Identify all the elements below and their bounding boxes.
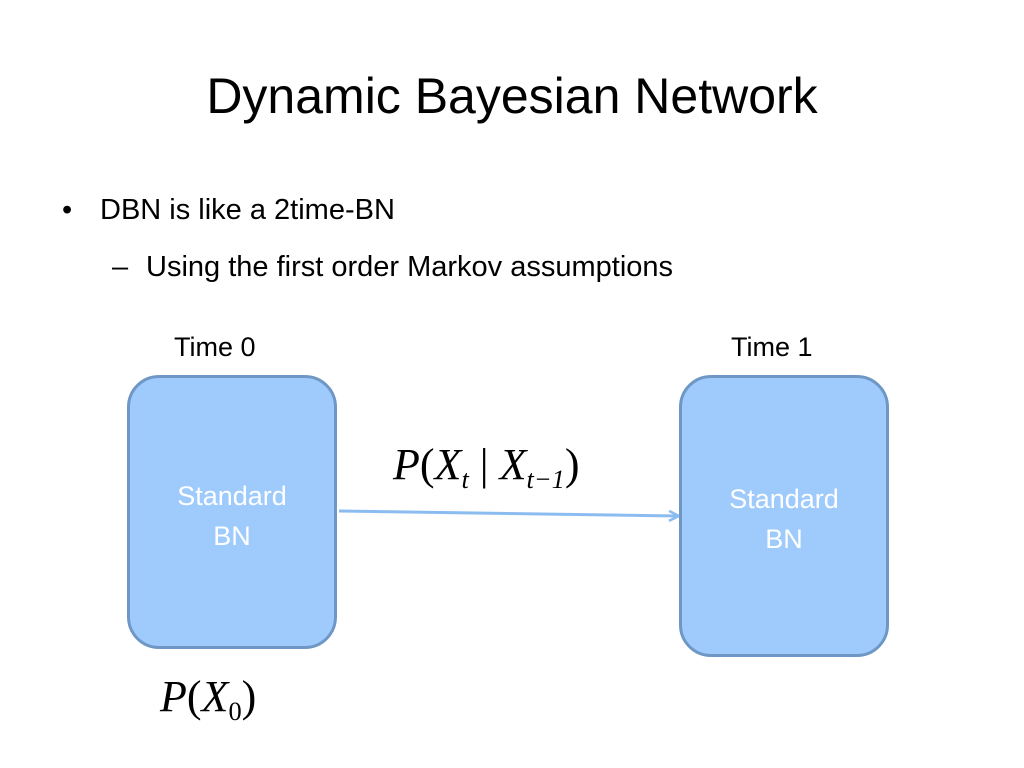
bn-box-time-1-line2: BN (765, 524, 803, 554)
sub-bullet-marker: – (112, 251, 129, 283)
bn-box-time-0-line2: BN (213, 521, 251, 551)
prior-subscript-0: 0 (228, 696, 242, 727)
formula-subscript-t: t (461, 464, 469, 495)
bullet-item: • DBN is like a 2time-BN (62, 190, 395, 230)
time-0-label: Time 0 (174, 332, 256, 362)
prior-p: P (160, 672, 187, 721)
formula-x-t: X (434, 440, 462, 489)
bn-box-time-1-line1: Standard (729, 484, 839, 514)
bn-box-time-1: Standard BN (679, 375, 889, 657)
prior-open-paren: ( (186, 672, 202, 721)
transition-arrow (338, 509, 678, 516)
bullet-text: DBN is like a 2time-BN (100, 194, 395, 226)
formula-close-paren: ) (564, 440, 580, 489)
prior-close-paren: ) (241, 672, 257, 721)
time-1-label: Time 1 (731, 332, 813, 362)
slide-title: Dynamic Bayesian Network (206, 68, 818, 124)
bn-box-time-0: Standard BN (127, 375, 337, 649)
bn-box-time-1-label: Standard BN (682, 479, 886, 559)
sub-bullet-text: Using the first order Markov assumptions (146, 251, 674, 283)
formula-x-t-minus-1: X (499, 440, 527, 489)
formula-p: P (393, 440, 420, 489)
bn-box-time-0-line1: Standard (177, 481, 287, 511)
formula-open-paren: ( (419, 440, 435, 489)
formula-given-bar: | (468, 440, 500, 489)
sub-bullet-item: –Using the first order Markov assumption… (112, 247, 673, 287)
bn-box-time-0-label: Standard BN (130, 476, 334, 556)
formula-subscript-t-minus-1: t−1 (526, 464, 565, 495)
prior-x: X (201, 672, 229, 721)
bullet-marker: • (62, 194, 73, 226)
transition-probability-formula: P(Xt | Xt−1) (393, 440, 580, 492)
prior-probability-formula: P(X0) (160, 672, 257, 724)
